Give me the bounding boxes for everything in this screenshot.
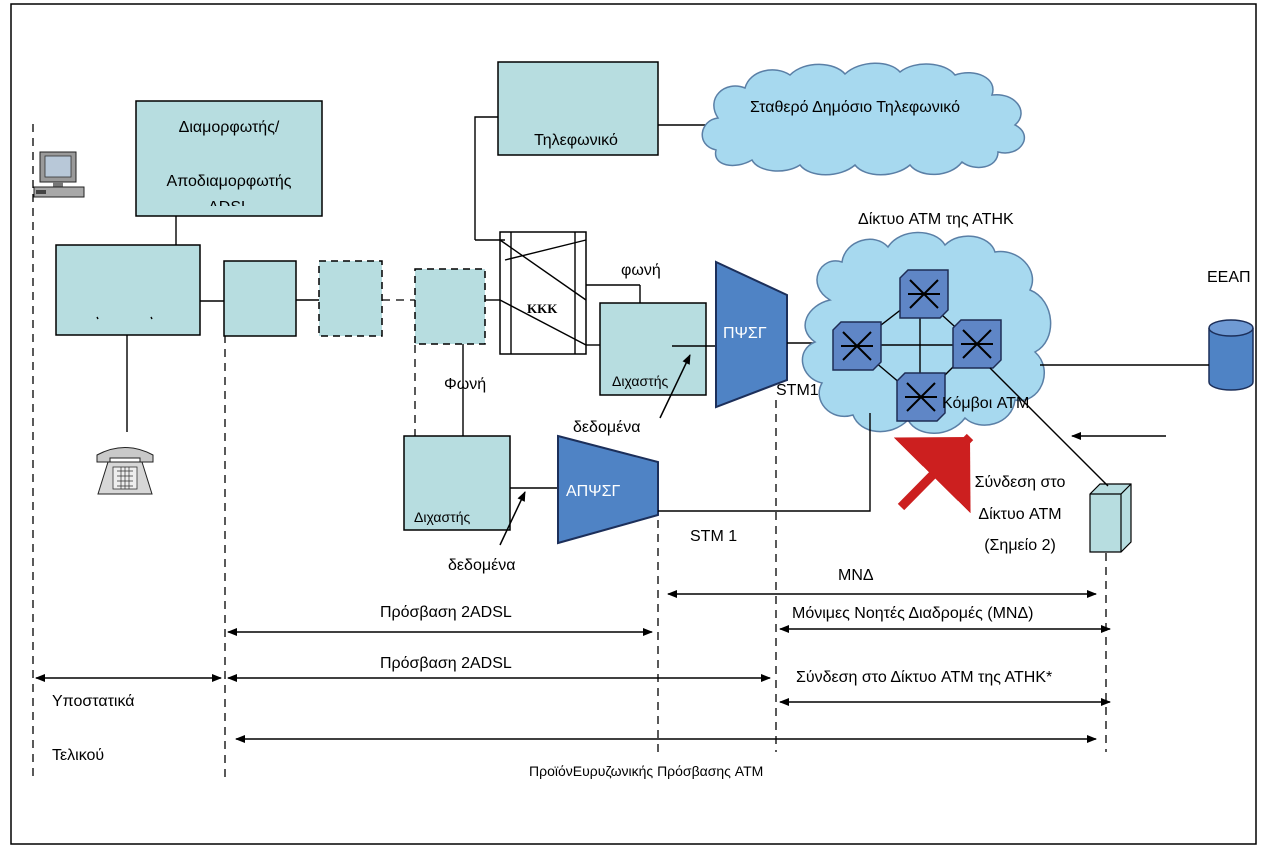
- modem-label-clip: [137, 206, 321, 215]
- telephone-exchange-box: [497, 61, 659, 156]
- outer-frame: [10, 3, 1257, 845]
- kkk-distribution-frame: [499, 231, 587, 355]
- connection-label-line3: (Σημείο 2): [984, 537, 1056, 554]
- kkk-label: ΚΚΚ: [527, 301, 558, 316]
- connection-atm-athk-label: Σύνδεση στο Δίκτυο ATM της ΑΤΗΚ*: [796, 669, 1052, 686]
- access-2adsl-label-2: Πρόσβαση 2ADSL: [380, 655, 512, 672]
- customer-splitter-box: [55, 244, 201, 336]
- atm-network-label: Δίκτυο ATM της ΑΤΗΚ: [858, 211, 1014, 228]
- database-icon: [1208, 319, 1254, 391]
- telephone-exchange-label: Τηλεφωνικό: [534, 132, 618, 149]
- connection-label-line1: Σύνδεση στο: [975, 474, 1066, 491]
- product-label: ΠροϊόνΕυρυζωνικής Πρόσβασης ATM: [529, 763, 763, 779]
- atm-switch-icon: [832, 269, 1002, 422]
- splitter-top-box: [599, 302, 707, 396]
- access-2adsl-label-1: Πρόσβαση 2ADSL: [380, 604, 512, 621]
- modem-label-line2: Αποδιαμορφωτής: [167, 173, 292, 190]
- splitter-top-label: Διχαστής: [612, 373, 668, 389]
- splitter-bottom-label: Διχαστής: [414, 509, 470, 525]
- atm-cloud: [801, 231, 1052, 434]
- server-icon: [1089, 483, 1132, 553]
- pwsg-label: ΠΨΣΓ: [723, 325, 767, 342]
- stm1-top-label: STM1: [776, 382, 819, 399]
- substations-label: Υποστατικά: [52, 693, 135, 710]
- modem-label-line1: Διαμορφωτής/: [179, 119, 280, 136]
- line-box-2: [318, 260, 383, 337]
- telephone-icon: [96, 447, 154, 495]
- line-box-3: [414, 268, 486, 345]
- data-top-label: δεδομένα: [573, 419, 640, 436]
- pwsg-multiplexer: [715, 260, 788, 409]
- stm1-bottom-label: STM 1: [690, 528, 737, 545]
- red-pointer-arrow: [893, 433, 974, 514]
- voice-lower-label: φωνή: [621, 262, 661, 279]
- permanent-routes-label: Μόνιμες Νοητές Διαδρομές (ΜΝΔ): [792, 605, 1034, 622]
- pstn-label: Σταθερό Δημόσιο Τηλεφωνικό: [750, 99, 960, 116]
- adsl-modem-box: [135, 100, 323, 217]
- terminal-label: Τελικού: [52, 747, 104, 764]
- line-box-1: [223, 260, 297, 337]
- apwsg-demultiplexer: [557, 434, 659, 545]
- pstn-cloud: [701, 62, 1026, 176]
- eeap-label: ΕΕΑΠ: [1207, 269, 1251, 286]
- splitter-bottom-box: [403, 435, 511, 531]
- data-bottom-label: δεδομένα: [448, 557, 515, 574]
- apwsg-label: ΑΠΨΣΓ: [566, 483, 620, 500]
- voice-capital-label: Φωνή: [444, 376, 486, 393]
- atm-nodes-label: Κόμβοι ATM: [942, 395, 1029, 412]
- computer-icon: [33, 151, 85, 198]
- mnd-label: ΜΝΔ: [838, 567, 874, 584]
- connection-label-line2: Δίκτυο ATM: [978, 506, 1061, 523]
